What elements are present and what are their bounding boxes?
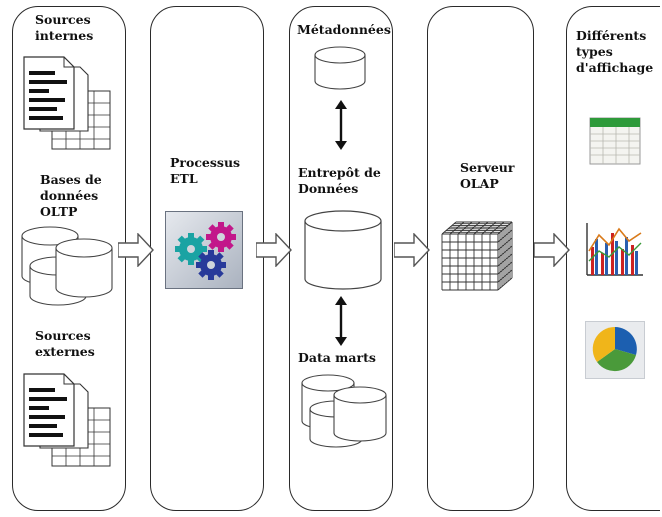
flow-arrow-4 (534, 233, 570, 267)
external-sources-label: Sources externes (35, 328, 95, 359)
flow-arrow-1 (118, 233, 154, 267)
pie-chart-icon (585, 321, 645, 379)
flow-arrow-2 (256, 233, 292, 267)
oltp-database-cylinders-icon (21, 226, 113, 306)
internal-sources-document-icon (23, 56, 111, 150)
metadata-link-double-arrow (335, 100, 347, 150)
internal-sources-label: Sources internes (35, 12, 94, 43)
flow-arrow-3 (394, 233, 430, 267)
external-sources-document-icon (23, 373, 111, 467)
data-warehouse-label: Entrepôt de Données (298, 165, 381, 196)
datamarts-link-double-arrow (335, 296, 347, 346)
data-warehouse-database-icon (304, 210, 382, 290)
data-marts-cylinders-icon (301, 374, 387, 448)
bar-line-chart-icon (586, 223, 643, 276)
olap-cube-icon (441, 221, 513, 291)
display-types-label: Différents types d'affichage (576, 28, 654, 75)
oltp-databases-label: Bases de données OLTP (40, 172, 102, 219)
spreadsheet-icon (589, 117, 641, 165)
olap-server-label: Serveur OLAP (460, 160, 515, 191)
metadata-database-icon (314, 46, 366, 90)
metadata-label: Métadonnées (297, 22, 391, 37)
data-marts-label: Data marts (298, 350, 376, 365)
gears-icon (165, 211, 243, 289)
etl-process-label: Processus ETL (170, 155, 241, 186)
